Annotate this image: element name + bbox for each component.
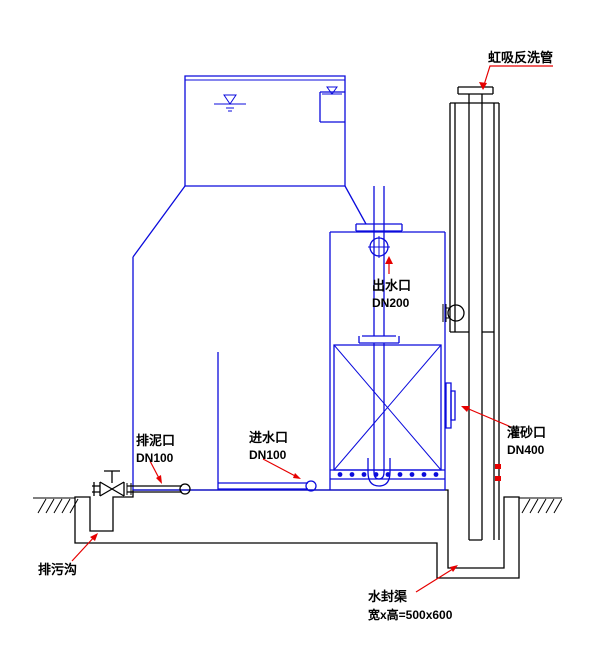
pipe-mark-icon (495, 464, 501, 469)
foundation-concrete (74, 489, 520, 579)
label-sewage-ditch: 排污沟 (38, 562, 77, 577)
sand-port-flange (445, 382, 456, 429)
gate-valve-icon (99, 470, 125, 497)
sludge-pipe-valve (92, 470, 191, 497)
inlet-pipe (218, 480, 317, 492)
siphon-valve-icon (442, 304, 465, 322)
water-level-icon (322, 86, 342, 95)
labels: 虹吸反洗管 出水口 DN200 排泥口 DN100 进水口 DN100 灌砂口 … (38, 50, 553, 622)
label-water-seal-channel-size: 宽x高=500x600 (367, 607, 453, 622)
label-water-outlet-size: DN200 (372, 296, 410, 310)
label-water-inlet: 进水口 (249, 430, 288, 445)
label-siphon-backwash-pipe: 虹吸反洗管 (488, 50, 553, 65)
callout-leaders (71, 65, 553, 593)
ground-surface (33, 497, 563, 514)
label-sand-filling-port-size: DN400 (507, 443, 545, 457)
center-pipe (355, 186, 403, 487)
siphon-pipe-assembly (442, 86, 501, 541)
outlet-valve-icon (368, 236, 390, 258)
label-sludge-outlet: 排泥口 (136, 433, 175, 448)
water-level-icon (214, 94, 246, 112)
label-sludge-outlet-size: DN100 (136, 451, 174, 465)
filter-chamber (329, 231, 446, 490)
earth-hatch-right-icon (521, 498, 563, 514)
label-water-inlet-size: DN100 (249, 448, 287, 462)
label-sand-filling-port: 灌砂口 (507, 425, 546, 440)
tank-body (132, 185, 445, 491)
clear-water-tank (184, 75, 346, 187)
earth-hatch-left-icon (37, 498, 79, 514)
filter-nozzles-icon (337, 472, 439, 477)
pipe-mark-icon (495, 476, 501, 481)
label-water-seal-channel: 水封渠 (368, 589, 408, 604)
label-water-outlet: 出水口 (372, 278, 411, 293)
